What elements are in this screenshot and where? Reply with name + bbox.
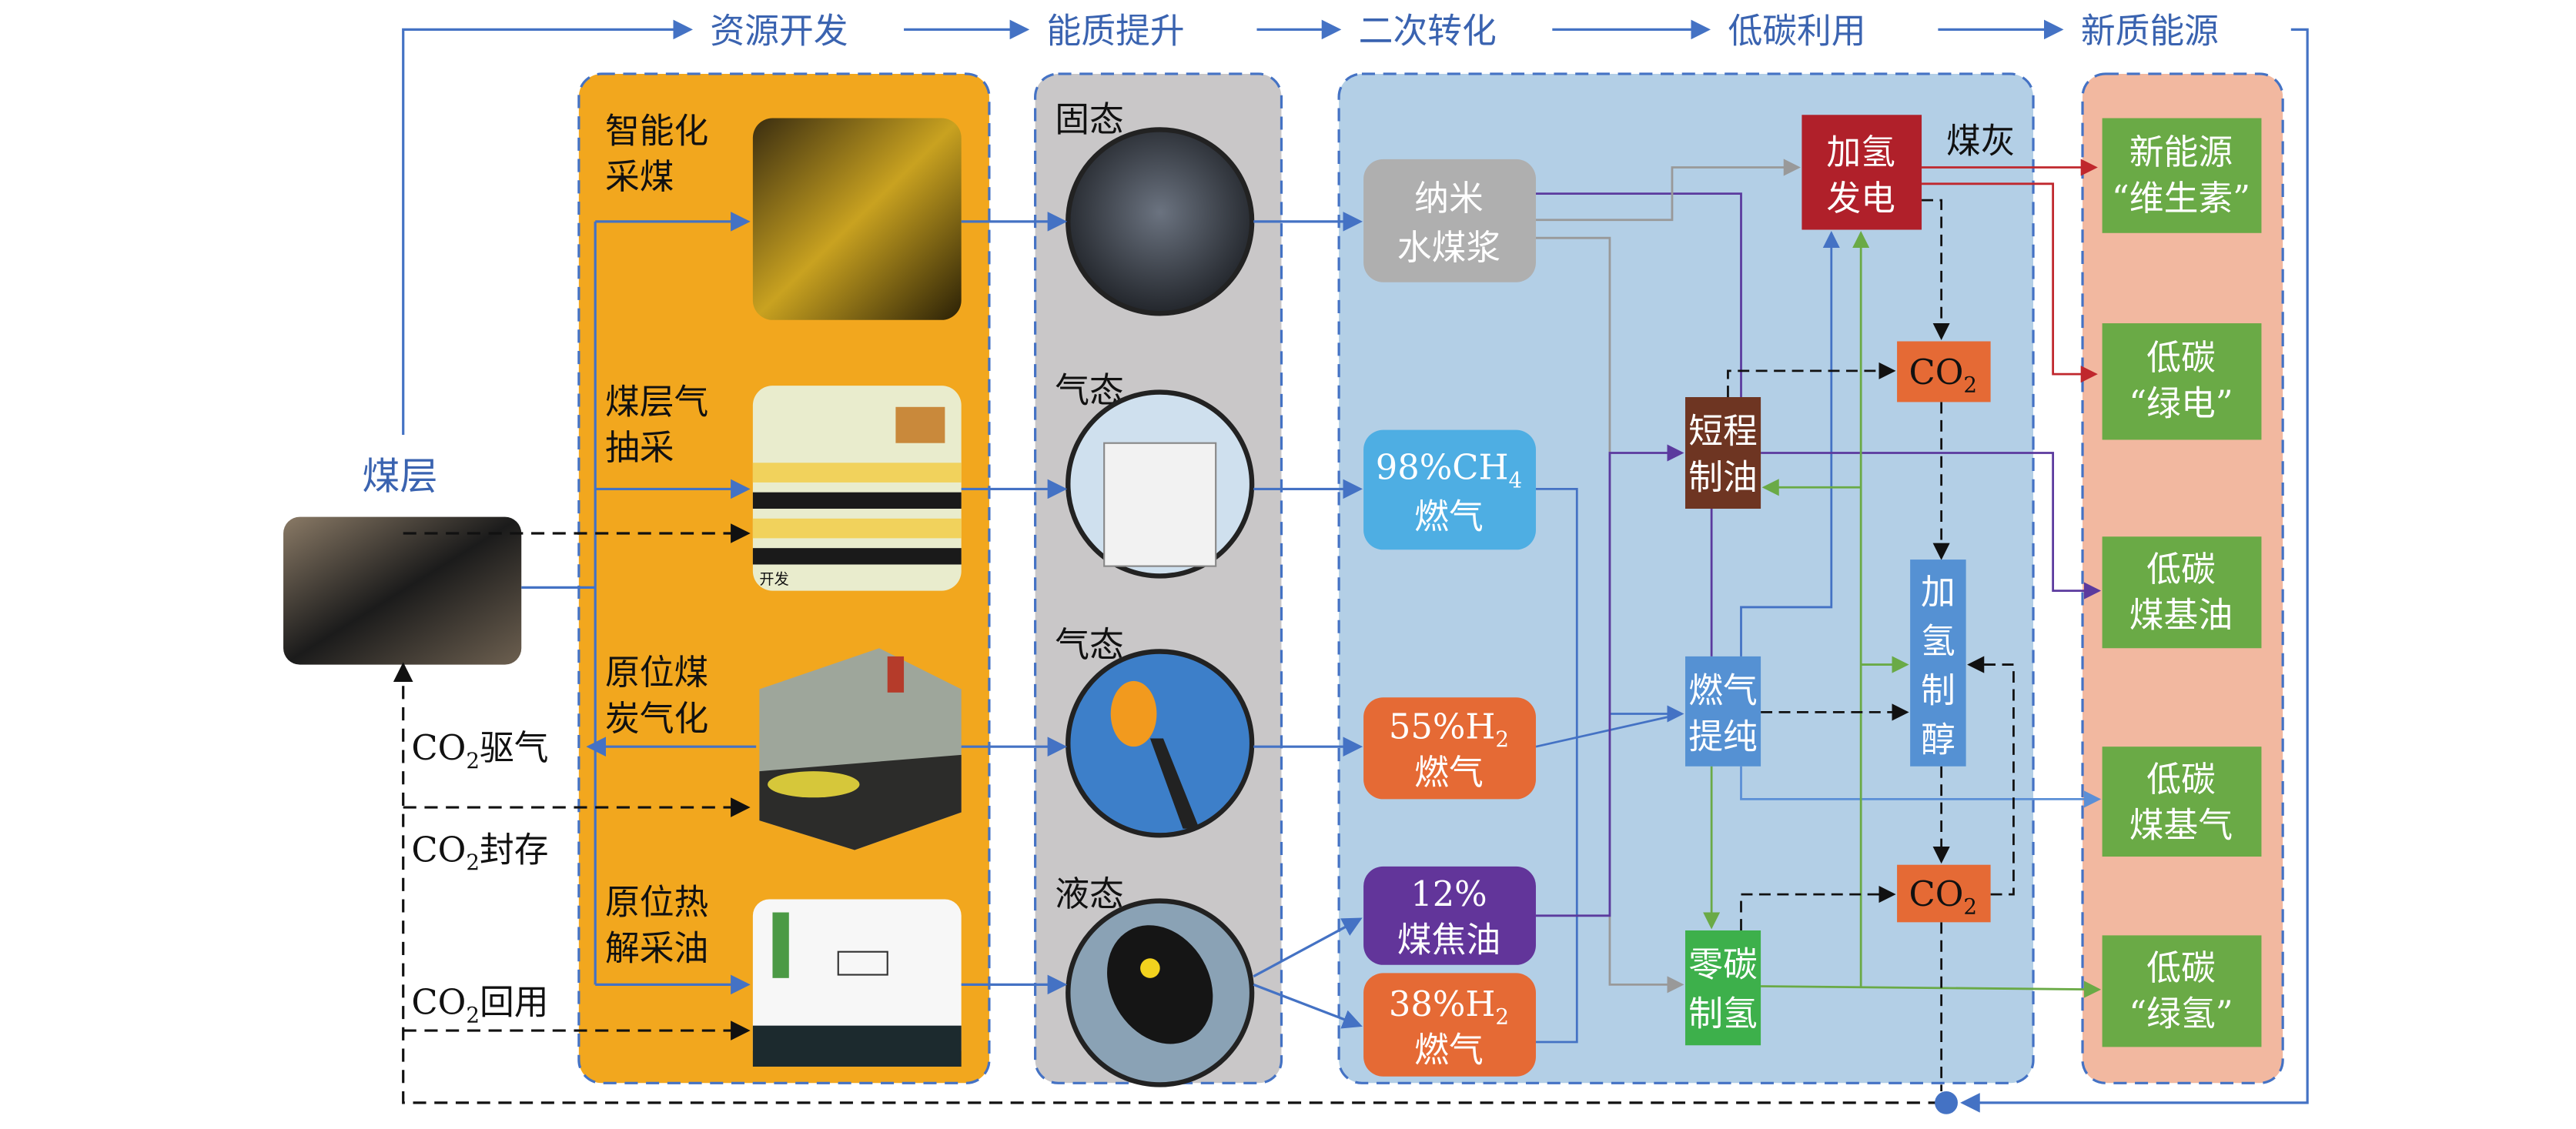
gas-flare-image xyxy=(1066,649,1255,838)
slurry-label: 纳米 xyxy=(1414,178,1484,219)
co2-reuse-label: CO2回用 xyxy=(411,982,548,1028)
stage-resource-development: 资源开发 xyxy=(710,10,848,51)
stage-new-energy: 新质能源 xyxy=(2081,10,2219,51)
tar-label-2: 煤焦油 xyxy=(1397,920,1500,960)
hydrogen-label: 零碳 xyxy=(1688,944,1758,985)
purify-label-2: 提纯 xyxy=(1688,716,1758,757)
coal-seam-label: 煤层 xyxy=(362,453,437,498)
h2-55-label: 55%H2 xyxy=(1389,706,1509,753)
gas-purify-box: 燃气 提纯 xyxy=(1685,656,1761,767)
resource-items: 智能化 采煤 煤层气 抽采 原位煤 炭气化 原位热 解采油 开发 xyxy=(605,111,962,1067)
stage-secondary-conversion: 二次转化 xyxy=(1359,10,1497,51)
co2-top-label: CO2 xyxy=(1909,352,1977,398)
oil-barrel-image xyxy=(1066,898,1255,1087)
ucg-label-2: 炭气化 xyxy=(605,698,708,739)
h2-38-label-2: 燃气 xyxy=(1414,1030,1484,1071)
ucg-image xyxy=(759,648,962,850)
h2-55-label-2: 燃气 xyxy=(1414,752,1484,793)
co2-bottom-label: CO2 xyxy=(1909,873,1977,920)
coal-ash-label: 煤灰 xyxy=(1946,120,2016,161)
pyrolysis-label: 原位热 xyxy=(605,882,708,923)
green-power-label: 低碳 xyxy=(2146,337,2216,378)
co2-bottom-box: CO2 xyxy=(1897,864,1991,923)
short-oil-box: 短程 制油 xyxy=(1685,397,1761,509)
green-power-box: 低碳 “绿电” xyxy=(2102,323,2262,440)
co2-storage-label: CO2封存 xyxy=(411,829,548,875)
stage-low-carbon-use: 低碳利用 xyxy=(1728,10,1865,51)
state-gas-label-2: 气态 xyxy=(1055,624,1124,665)
solid-coal-image xyxy=(1066,127,1255,316)
green-hydrogen-label: 低碳 xyxy=(2146,947,2216,988)
stage-headers: 资源开发 能质提升 二次转化 低碳利用 新质能源 xyxy=(710,10,2219,51)
coal-gas-box: 低碳 煤基气 xyxy=(2102,747,2262,857)
upgrade-items: 固态 气态 气态 液态 xyxy=(1055,99,1255,1087)
oil-label: 短程 xyxy=(1688,411,1758,452)
zero-carbon-hydrogen-box: 零碳 制氢 xyxy=(1685,930,1761,1046)
coal-oil-label: 低碳 xyxy=(2146,549,2216,590)
conversion-flows xyxy=(1535,159,2102,1091)
h2-38-gas-box: 38%H2 燃气 xyxy=(1363,973,1536,1077)
state-solid-label: 固态 xyxy=(1055,99,1124,140)
tar-label: 12% xyxy=(1410,873,1487,914)
smart-mining-image xyxy=(752,118,962,320)
green-hydrogen-label-2: “绿氢” xyxy=(2129,994,2233,1034)
power-label-2: 发电 xyxy=(1826,178,1895,219)
ch4-label: 98%CH4 xyxy=(1376,447,1522,493)
methanol-char-2: 氢 xyxy=(1921,621,1955,662)
cbm-extraction-label: 煤层气 xyxy=(605,381,708,422)
coal-gas-label: 低碳 xyxy=(2146,759,2216,800)
h2-38-label: 38%H2 xyxy=(1389,984,1509,1030)
new-energy-items: 新能源 “维生素” 低碳 “绿电” 低碳 煤基油 低碳 煤基气 低碳 “绿氢” xyxy=(2102,118,2262,1047)
gas-tank-image xyxy=(1066,389,1255,579)
h2-55-gas-box: 55%H2 燃气 xyxy=(1363,697,1536,800)
green-power-label-2: “绿电” xyxy=(2129,382,2233,423)
oil-label-2: 制油 xyxy=(1688,456,1758,497)
methanol-box: 加 氢 制 醇 xyxy=(1910,559,1966,767)
energy-vitamin-box: 新能源 “维生素” xyxy=(2102,118,2262,233)
methanol-char-1: 加 xyxy=(1921,572,1955,613)
smart-mining-label: 智能化 xyxy=(605,111,708,152)
coal-oil-label-2: 煤基油 xyxy=(2129,595,2233,636)
coal-tar-box: 12% 煤焦油 xyxy=(1363,866,1536,965)
state-liquid-label: 液态 xyxy=(1055,873,1124,914)
coal-oil-box: 低碳 煤基油 xyxy=(2102,536,2262,649)
green-hydrogen-box: 低碳 “绿氢” xyxy=(2102,935,2262,1047)
coal-gas-label-2: 煤基气 xyxy=(2129,804,2233,845)
co2-top-box: CO2 xyxy=(1897,341,1991,402)
loop-junction xyxy=(1935,1091,1958,1114)
energy-vitamin-label-2: “维生素” xyxy=(2112,178,2250,219)
purify-label: 燃气 xyxy=(1688,670,1758,711)
conversion-panel xyxy=(1337,72,2035,1084)
cbm-extraction-label-2: 抽采 xyxy=(605,427,674,468)
coal-seam-image xyxy=(283,516,522,665)
pyrolysis-image xyxy=(752,899,962,1067)
slurry-label-2: 水煤浆 xyxy=(1397,227,1500,268)
top-flow-line xyxy=(402,19,2309,1113)
hydrogen-label-2: 制氢 xyxy=(1688,994,1758,1034)
methanol-char-3: 制 xyxy=(1921,670,1955,711)
co2-drive-label: CO2驱气 xyxy=(411,727,548,773)
energy-vitamin-label: 新能源 xyxy=(2129,132,2233,172)
ucg-label: 原位煤 xyxy=(605,652,708,693)
ch4-label-2: 燃气 xyxy=(1414,496,1484,537)
pyrolysis-label-2: 解采油 xyxy=(605,927,708,968)
methanol-char-4: 醇 xyxy=(1921,720,1955,760)
upgrade-flows xyxy=(961,212,1363,1029)
power-label: 加氢 xyxy=(1826,132,1895,172)
ch4-gas-box: 98%CH4 燃气 xyxy=(1363,429,1536,550)
seam-flows xyxy=(393,212,1939,1104)
cbm-image: 开发 xyxy=(752,386,962,591)
smart-mining-label-2: 采煤 xyxy=(605,156,674,197)
hydrogen-power-box: 加氢 发电 xyxy=(1802,115,1922,230)
slurry-box: 纳米 水煤浆 xyxy=(1363,159,1536,282)
stage-quality-upgrade: 能质提升 xyxy=(1047,10,1185,51)
cbm-image-caption: 开发 xyxy=(759,570,788,588)
